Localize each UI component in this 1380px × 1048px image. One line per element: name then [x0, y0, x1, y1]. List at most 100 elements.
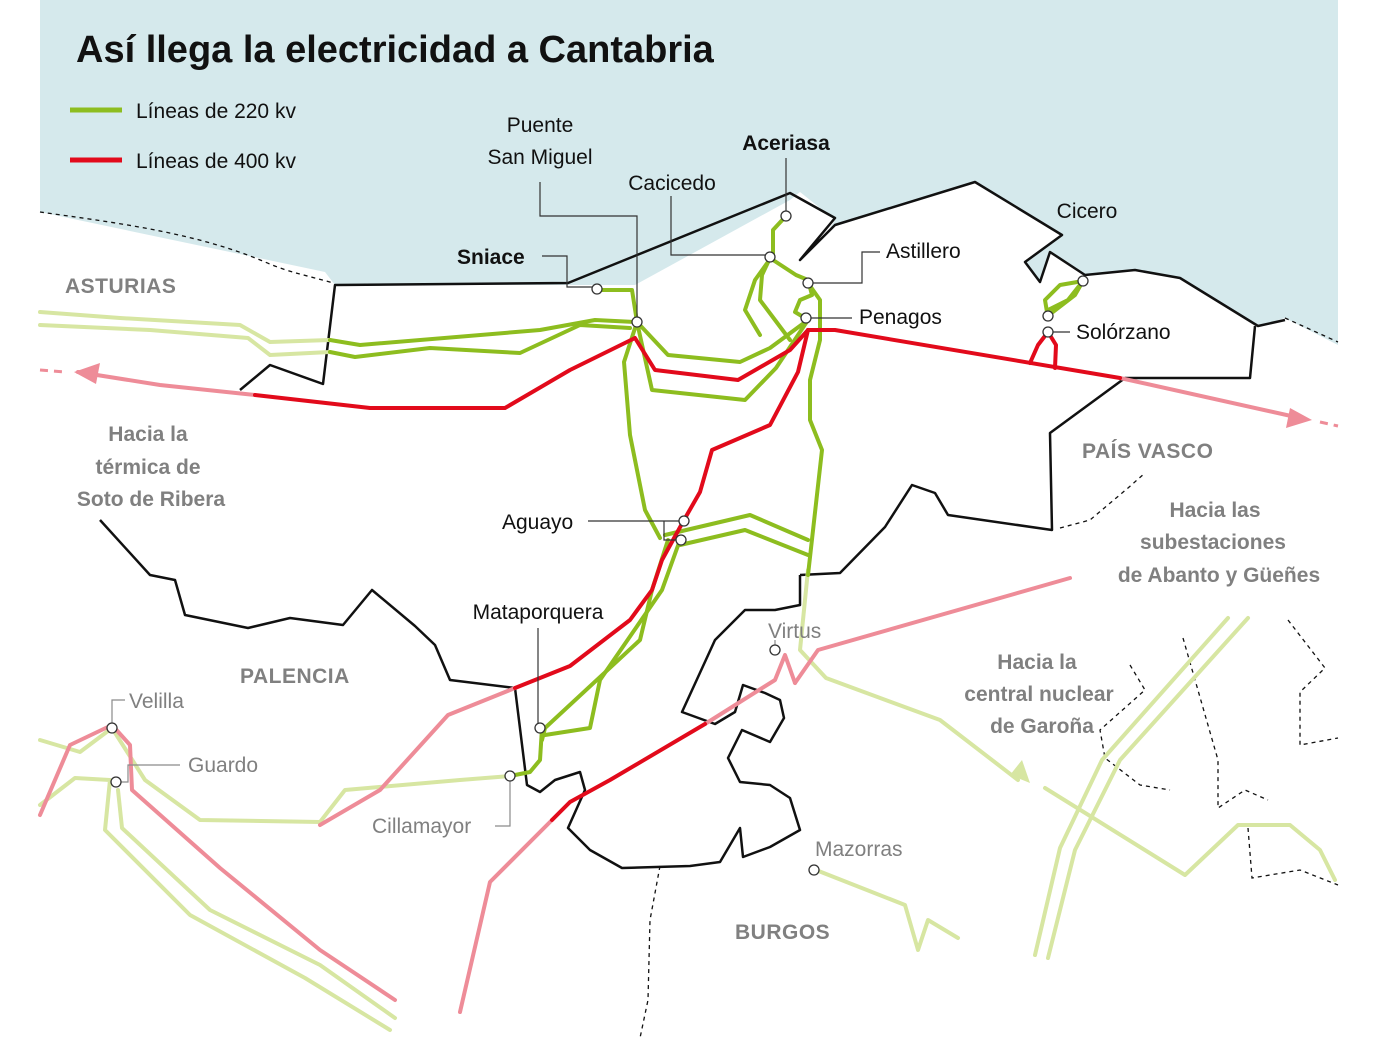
line-220-guardo-south-1 — [38, 776, 392, 1032]
region-pais-vasco: PAÍS VASCO — [1082, 440, 1213, 463]
dest-soto-line3: Soto de Ribera — [77, 488, 226, 511]
region-palencia: PALENCIA — [240, 665, 350, 688]
region-asturias: ASTURIAS — [65, 275, 176, 298]
node-penagos — [800, 312, 812, 324]
line-220-psm-astillero-1 — [635, 318, 810, 364]
node-puente-san-miguel — [631, 316, 643, 328]
sea-area — [40, 0, 1338, 345]
label-solorzano: Solórzano — [1076, 321, 1171, 344]
line-220-burgos-east-2 — [1046, 616, 1250, 960]
line-400-asturias — [253, 328, 810, 410]
dest-soto-line1: Hacia la — [108, 423, 188, 446]
leader-aguayo-2 — [663, 521, 680, 541]
line-220-west-1 — [328, 318, 637, 347]
node-aceriasa — [780, 210, 792, 222]
line-220-asturias-1 — [38, 310, 332, 344]
dest-garona-line2: central nuclear — [964, 683, 1113, 706]
legend-label-400: Líneas de 400 kv — [136, 150, 296, 173]
node-aguayo — [678, 515, 690, 527]
label-cacicedo: Cacicedo — [628, 172, 716, 195]
legend-label-220: Líneas de 220 kv — [136, 100, 296, 123]
node-cicero — [1077, 275, 1089, 287]
arrow-soto-tail — [39, 368, 66, 374]
line-220-asturias-2 — [38, 323, 332, 357]
line-220-aguayo-east-2 — [678, 528, 810, 557]
line-400-virtus-west — [703, 653, 797, 726]
line-400-pais-vasco — [1118, 376, 1302, 420]
node-aguayo-2 — [675, 534, 687, 546]
region-burgos: BURGOS — [735, 921, 830, 944]
line-220-mataporquera — [508, 726, 544, 778]
dest-abanto-line1: Hacia las — [1169, 499, 1260, 522]
label-virtus: Virtus — [768, 620, 821, 643]
line-220-garona — [798, 568, 1020, 782]
node-solorzano — [1042, 326, 1054, 338]
dest-soto-line2: térmica de — [95, 456, 200, 479]
line-400-soto — [76, 370, 257, 397]
pais-vasco-dashed — [1284, 317, 1339, 343]
line-220-guardo-south-2 — [116, 788, 397, 1020]
asturias-border-dashed — [39, 211, 334, 284]
label-penagos: Penagos — [859, 306, 942, 329]
line-220-psm-aguayo — [622, 320, 662, 540]
line-220-astillero-loop — [768, 256, 814, 320]
label-velilla: Velilla — [129, 690, 184, 713]
leader-sniace — [542, 255, 597, 288]
line-220-mazorras — [814, 868, 960, 952]
line-400-abanto — [793, 576, 1072, 685]
pais-vasco-border — [799, 325, 1257, 577]
line-220-penagos-south — [806, 281, 824, 577]
arrow-pais-vasco-tail — [1319, 420, 1339, 428]
line-400-burgos-south — [458, 818, 554, 1014]
line-220-west-2 — [328, 323, 632, 359]
line-220-cicero-outer — [1043, 279, 1085, 320]
leader-cacicedo — [670, 196, 770, 256]
leader-astillero — [808, 251, 880, 284]
coastline — [239, 180, 1286, 391]
node-mazorras — [808, 864, 820, 876]
line-400-palencia — [318, 686, 517, 827]
line-220-garona-east — [1043, 786, 1337, 882]
line-220-sniace — [595, 288, 639, 324]
node-astillero — [802, 277, 814, 289]
label-mazorras: Mazorras — [815, 838, 903, 861]
line-400-virtus-burgos — [550, 722, 707, 822]
arrow-pais-vasco-icon — [1286, 408, 1312, 428]
southern-border — [99, 519, 802, 870]
label-astillero: Astillero — [886, 240, 961, 263]
label-aceriasa: Aceriasa — [742, 132, 830, 155]
node-guardo — [110, 776, 122, 788]
node-cillamayor — [504, 770, 516, 782]
line-220-velilla-guardo — [38, 726, 512, 824]
leader-cillamayor — [495, 776, 511, 827]
dest-abanto-line3: de Abanto y Güeñes — [1118, 564, 1320, 587]
node-virtus — [769, 644, 781, 656]
label-cillamayor: Cillamayor — [372, 815, 471, 838]
dest-garona-line1: Hacia la — [997, 651, 1077, 674]
line-220-aguayo-east-1 — [663, 513, 810, 542]
line-400-penagos-aguayo — [682, 328, 810, 522]
label-guardo: Guardo — [188, 754, 258, 777]
dest-garona-line3: de Garoña — [990, 715, 1094, 738]
label-cicero: Cicero — [1057, 200, 1118, 223]
node-mataporquera — [534, 722, 546, 734]
page-title: Así llega la electricidad a Cantabria — [76, 29, 715, 71]
line-220-aceriasa — [743, 214, 788, 337]
arrow-garona-icon — [1010, 760, 1030, 783]
node-solorzano-2 — [1042, 310, 1054, 322]
label-sniace: Sniace — [457, 246, 525, 269]
label-puente-san-miguel-1: Puente — [507, 114, 574, 137]
leader-guardo — [116, 764, 180, 783]
line-220-cacicedo — [758, 256, 792, 342]
label-puente-san-miguel-2: San Miguel — [487, 146, 592, 169]
label-aguayo: Aguayo — [502, 511, 573, 534]
leader-puente-san-miguel — [539, 182, 638, 322]
line-400-velilla — [38, 723, 397, 1002]
line-220-aguayo-south-2 — [543, 538, 682, 737]
node-velilla — [106, 722, 118, 734]
line-400-penagos-pais-vasco — [806, 328, 1122, 380]
arrow-soto-icon — [74, 363, 100, 384]
line-400-aguayo-south — [513, 518, 686, 690]
label-mataporquera: Mataporquera — [473, 601, 604, 624]
